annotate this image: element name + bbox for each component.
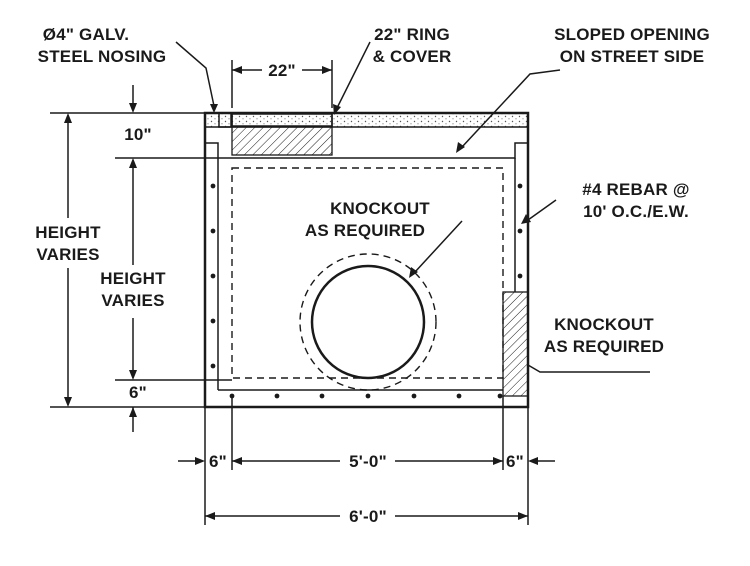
left-wall-dim: 6" <box>209 452 227 471</box>
rebar-dot <box>411 393 417 399</box>
outer-height-label-1: HEIGHT <box>35 223 101 242</box>
right-wall-dim: 6" <box>506 452 524 471</box>
rebar-dot <box>274 393 280 399</box>
rebar-dot <box>319 393 325 399</box>
dashed-rebar-cage <box>231 167 504 379</box>
rebar-dot <box>210 318 216 324</box>
knockout-side-label-2: AS REQUIRED <box>544 337 664 356</box>
opening-label-1: SLOPED OPENING <box>554 25 710 44</box>
inner-height-label-1: HEIGHT <box>100 269 166 288</box>
ring-width-dim: 22" <box>268 61 296 80</box>
knockout-center-label-1: KNOCKOUT <box>330 199 430 218</box>
rebar-dot <box>210 363 216 369</box>
inner-width-dim: 5'-0" <box>349 452 387 471</box>
rebar-dot <box>517 273 523 279</box>
inner-height-label-2: VARIES <box>101 291 164 310</box>
nosing-label-2: STEEL NOSING <box>38 47 167 66</box>
top-slab-dim: 10" <box>124 125 152 144</box>
knockout-side-label-1: KNOCKOUT <box>554 315 654 334</box>
ring-frame-hatch <box>231 126 333 156</box>
rebar-dot <box>210 183 216 189</box>
rebar-label-1: #4 REBAR @ <box>582 180 689 199</box>
outer-wall <box>203 111 530 409</box>
rebar-dot <box>517 228 523 234</box>
side-knockout-hatch <box>502 291 529 397</box>
dimension-labels: 22" 10" 6" 6" 5'-0" 6" 6'-0" <box>124 61 524 526</box>
rebar-dot <box>517 183 523 189</box>
nosing-label-1: Ø4" GALV. <box>43 25 129 44</box>
top-slab-concrete <box>205 113 528 127</box>
inner-opening-outline <box>205 142 528 159</box>
knockout-center-label-2: AS REQUIRED <box>305 221 425 240</box>
knockout-circle-outer <box>299 253 437 391</box>
rebar-dot <box>210 228 216 234</box>
rebar-label-2: 10' O.C./E.W. <box>583 202 689 221</box>
callout-labels: Ø4" GALV. STEEL NOSING 22" RING & COVER … <box>35 25 710 356</box>
rebar-dot <box>456 393 462 399</box>
rebar-dot <box>365 393 371 399</box>
rebar-dot <box>497 393 503 399</box>
bottom-slab-dim: 6" <box>129 383 147 402</box>
leaders <box>175 41 650 373</box>
outer-width-dim: 6'-0" <box>349 507 387 526</box>
dimensions <box>50 60 555 525</box>
rebar-dot <box>210 273 216 279</box>
knockout-circle-inner <box>310 264 426 380</box>
ring-label-1: 22" RING <box>374 25 450 44</box>
ring-label-2: & COVER <box>373 47 452 66</box>
rebar-dots <box>210 183 523 399</box>
basin-structure <box>203 111 530 409</box>
outer-height-label-2: VARIES <box>36 245 99 264</box>
opening-label-2: ON STREET SIDE <box>560 47 705 66</box>
steel-nosing <box>218 112 232 128</box>
